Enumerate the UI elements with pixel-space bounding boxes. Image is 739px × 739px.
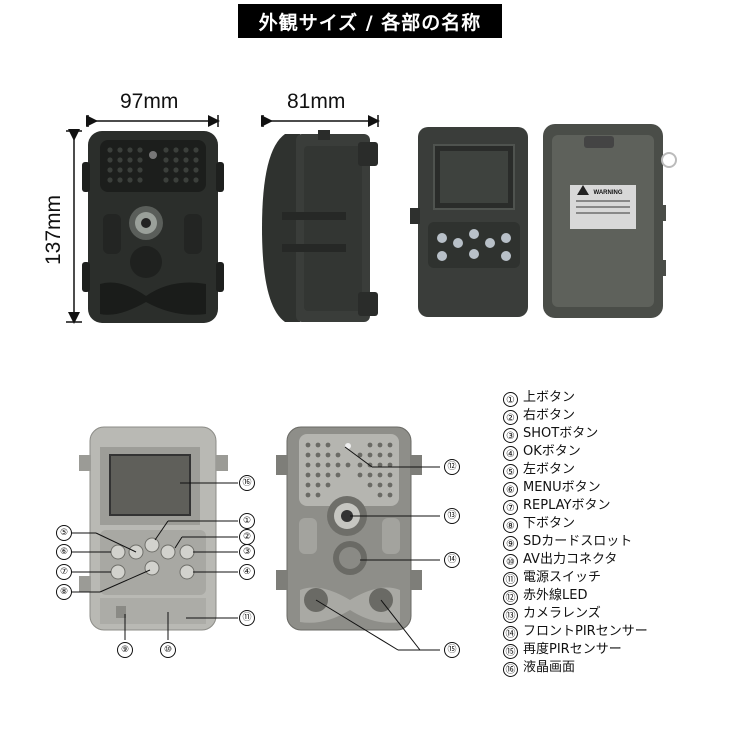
callout-13: ⑬	[444, 508, 460, 524]
callout-2: ②	[239, 529, 255, 545]
svg-text:③: ③	[243, 547, 251, 557]
svg-text:②: ②	[243, 532, 251, 542]
depth-dimension-label: 81mm	[287, 90, 346, 113]
svg-text:⑬: ⑬	[447, 510, 456, 521]
svg-text:①: ①	[243, 516, 251, 526]
svg-text:⑨: ⑨	[121, 645, 129, 655]
svg-text:⑤: ⑤	[60, 528, 68, 538]
svg-text:④: ④	[243, 567, 251, 577]
svg-text:⑥: ⑥	[60, 547, 68, 557]
callout-5: ⑤	[56, 525, 72, 541]
callout-12: ⑫	[444, 459, 460, 475]
callout-lines	[72, 446, 440, 651]
front-panel-diagram	[276, 426, 422, 631]
height-dimension-line	[66, 129, 82, 324]
width-dimension-line	[86, 115, 220, 127]
camera-front-photo	[82, 131, 224, 323]
camera-open-photo: WARNING	[410, 124, 677, 318]
svg-text:⑫: ⑫	[447, 461, 456, 472]
callout-7: ⑦	[56, 564, 72, 580]
callout-4: ④	[239, 564, 255, 580]
svg-text:⑭: ⑭	[447, 554, 456, 565]
svg-text:⑯: ⑯	[242, 477, 251, 488]
warning-label: WARNING	[594, 190, 623, 196]
svg-text:⑧: ⑧	[60, 587, 68, 597]
callout-badges: ⑯ ① ② ③ ④ ⑤ ⑥ ⑦ ⑧ ⑨ ⑩ ⑪ ⑫ ⑬ ⑭ ⑮	[56, 459, 460, 658]
back-panel-diagram	[79, 426, 228, 631]
depth-dimension-line	[261, 115, 380, 127]
callout-9: ⑨	[117, 642, 133, 658]
callout-3: ③	[239, 544, 255, 560]
callout-8: ⑧	[56, 584, 72, 600]
svg-text:⑩: ⑩	[164, 645, 172, 655]
callout-11: ⑪	[239, 610, 255, 626]
callout-15: ⑮	[444, 642, 460, 658]
svg-text:⑮: ⑮	[447, 644, 456, 655]
svg-text:⑪: ⑪	[242, 612, 251, 623]
callout-1: ①	[239, 513, 255, 529]
width-dimension-label: 97mm	[120, 90, 179, 113]
callout-10: ⑩	[160, 642, 176, 658]
svg-text:⑦: ⑦	[60, 567, 68, 577]
page-title: 外観サイズ / 各部の名称	[238, 4, 502, 38]
callout-14: ⑭	[444, 552, 460, 568]
callout-6: ⑥	[56, 544, 72, 560]
camera-side-photo	[262, 130, 378, 322]
callout-16: ⑯	[239, 475, 255, 491]
